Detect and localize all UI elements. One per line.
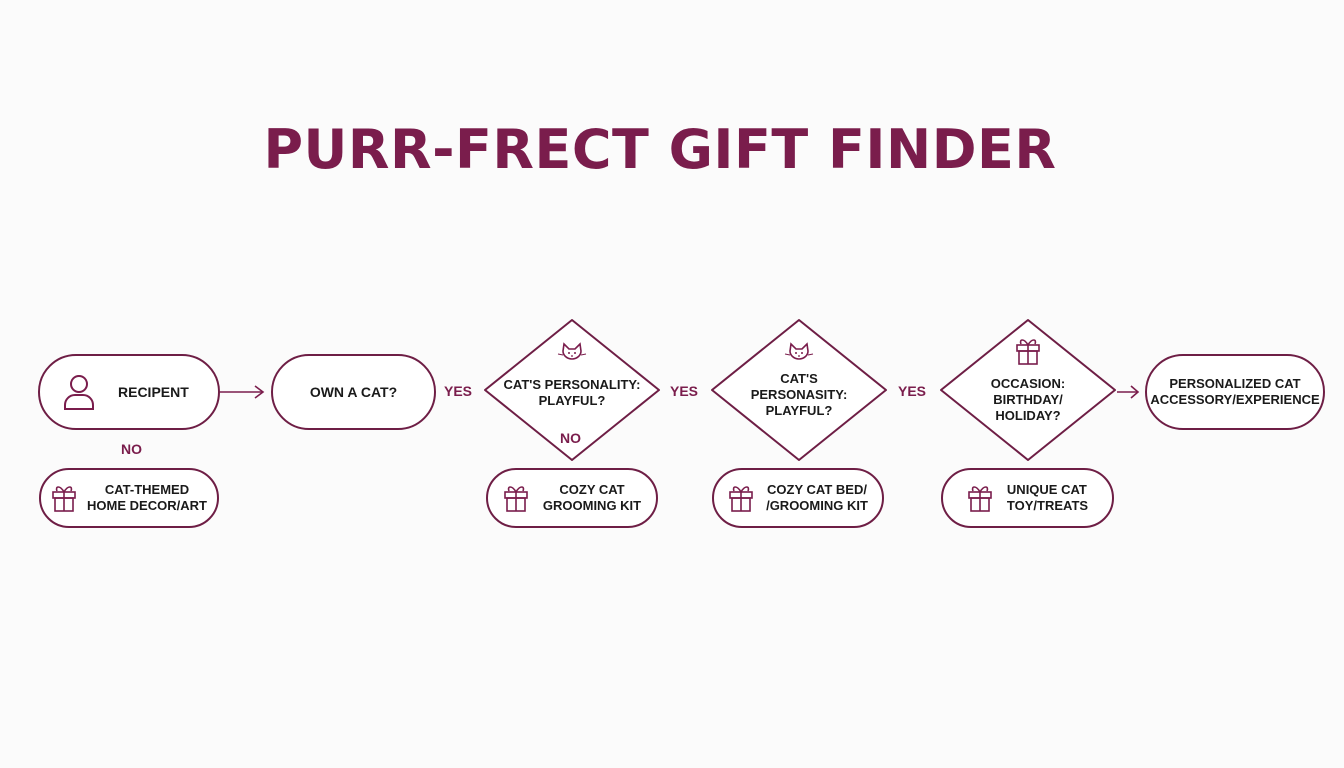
own-cat-node[interactable]: OWN A CAT? [271, 354, 436, 430]
outcome-home-decor[interactable]: CAT-THEMED HOME DECOR/ART [39, 468, 219, 528]
occasion-line2: BIRTHDAY/ [993, 392, 1063, 407]
outcome-line1: CAT-THEMED [104, 482, 190, 497]
personality2-line2: PERSONASITY: [750, 387, 848, 402]
outcome-line2: /GROOMING KIT [766, 498, 868, 513]
own-cat-label: OWN A CAT? [309, 384, 398, 400]
final-line1: PERSONALIZED CAT [1169, 376, 1301, 391]
gift-icon [503, 483, 529, 513]
gift-icon [51, 483, 77, 513]
gift-icon [967, 483, 993, 513]
arrow-icon [220, 385, 265, 399]
outcome-toy-treats[interactable]: UNIQUE CAT TOY/TREATS [941, 468, 1114, 528]
no-label-2: NO [560, 430, 581, 446]
final-recommendation-node[interactable]: PERSONALIZED CAT ACCESSORY/EXPERIENCE [1145, 354, 1325, 430]
arrow-icon [1117, 385, 1140, 399]
cat-icon [557, 338, 587, 369]
outcome-line2: HOME DECOR/ART [87, 498, 207, 513]
personality1-line1: CAT'S PERSONALITY: [503, 377, 641, 392]
no-label-1: NO [121, 441, 142, 457]
page-title: PURR-FRECT GIFT FINDER [263, 118, 1057, 181]
final-line2: ACCESSORY/EXPERIENCE [1150, 392, 1320, 407]
yes-label-1: YES [444, 383, 473, 399]
personality2-line1: CAT'S [780, 371, 818, 386]
outcome-line1: COZY CAT [559, 482, 625, 497]
yes-label-2: YES [670, 383, 699, 399]
person-icon [62, 373, 96, 411]
outcome-bed-grooming[interactable]: COZY CAT BED/ /GROOMING KIT [712, 468, 884, 528]
cat-icon [784, 338, 814, 369]
occasion-line3: HOLIDAY? [995, 408, 1061, 423]
outcome-line2: GROOMING KIT [542, 498, 642, 513]
yes-label-3: YES [898, 383, 927, 399]
occasion-line1: OCCASION: [990, 376, 1066, 391]
outcome-line1: COZY CAT BED/ [767, 482, 867, 497]
personality1-line2: PLAYFUL? [538, 393, 606, 408]
gift-icon [1015, 336, 1041, 371]
personality2-line3: PLAYFUL? [765, 403, 833, 418]
personality-decision-2[interactable]: CAT'S PERSONASITY: PLAYFUL? [710, 318, 888, 462]
occasion-decision[interactable]: OCCASION: BIRTHDAY/ HOLIDAY? [939, 318, 1117, 462]
outcome-grooming-kit[interactable]: COZY CAT GROOMING KIT [486, 468, 658, 528]
outcome-line2: TOY/TREATS [1006, 498, 1089, 513]
recipient-label: RECIPENT [118, 384, 189, 400]
gift-icon [728, 483, 754, 513]
outcome-line1: UNIQUE CAT [1006, 482, 1087, 497]
recipient-node[interactable]: RECIPENT [38, 354, 220, 430]
personality-decision-1[interactable]: CAT'S PERSONALITY: PLAYFUL? NO [483, 318, 661, 462]
